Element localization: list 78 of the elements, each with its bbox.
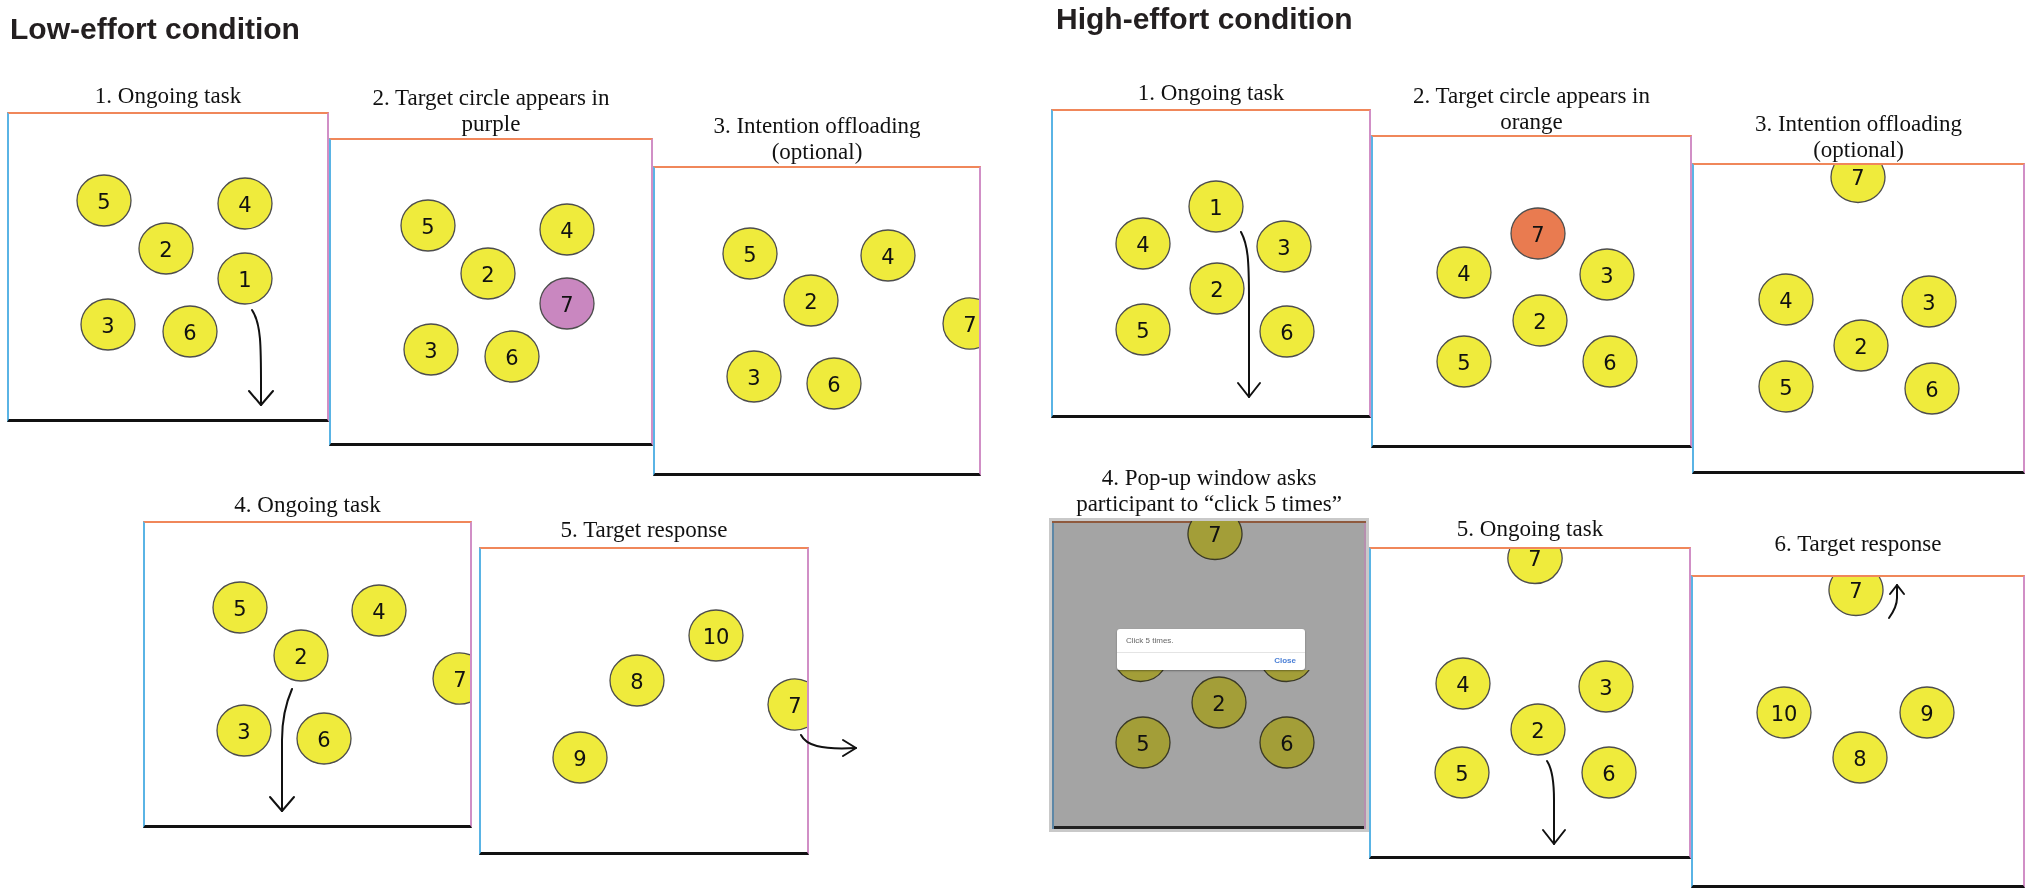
panel-heading: 1. Ongoing task — [1137, 80, 1285, 106]
number-circle: 9 — [552, 730, 608, 784]
number-circle: 10 — [688, 608, 744, 662]
panel-heading: 5. Target response — [560, 517, 728, 543]
number-circle: 5 — [212, 580, 268, 634]
number-circle: 3 — [1256, 219, 1312, 273]
panel-heading: 2. Target circle appears in orange — [1412, 83, 1651, 135]
number-circle: 3 — [1578, 659, 1634, 713]
number-circle: 7 — [432, 651, 470, 705]
number-circle: 6 — [1259, 304, 1315, 358]
number-circle: 3 — [1579, 247, 1635, 301]
number-circle: 3 — [1901, 274, 1957, 328]
section-title: High-effort condition — [1056, 2, 1353, 36]
number-circle: 4 — [860, 228, 916, 282]
number-circle: 7 — [1187, 521, 1243, 561]
number-circle: 2 — [460, 246, 516, 300]
number-circle: 2 — [1189, 261, 1245, 315]
number-circle: 2 — [1191, 675, 1247, 729]
partly-covered-circle — [1117, 670, 1165, 683]
close-link: Close — [1274, 656, 1296, 666]
number-circle: 6 — [296, 711, 352, 765]
number-circle: 3 — [403, 322, 459, 376]
panel-heading: 3. Intention offloading (optional) — [712, 113, 922, 165]
number-circle: 10 — [1756, 685, 1812, 739]
number-circle: 9 — [1899, 685, 1955, 739]
number-circle: 6 — [806, 356, 862, 410]
number-circle: 7 — [1510, 206, 1566, 260]
number-circle: 5 — [722, 226, 778, 280]
number-circle: 6 — [1582, 334, 1638, 388]
dialog-message: Click 5 times. — [1126, 636, 1174, 646]
panel-heading: 2. Target circle appears in purple — [371, 85, 611, 137]
number-circle: 6 — [1581, 745, 1637, 799]
number-circle: 4 — [1436, 245, 1492, 299]
number-circle: 6 — [1904, 361, 1960, 415]
panel-heading: 6. Target response — [1774, 531, 1942, 557]
section-title: Low-effort condition — [10, 12, 300, 46]
number-circle: 4 — [1435, 656, 1491, 710]
number-circle: 2 — [783, 273, 839, 327]
number-circle: 6 — [484, 329, 540, 383]
panel-heading: 1. Ongoing task — [94, 83, 242, 109]
number-circle: 4 — [1758, 272, 1814, 326]
number-circle: 5 — [1436, 334, 1492, 388]
number-circle: 4 — [351, 583, 407, 637]
number-circle: 2 — [1512, 293, 1568, 347]
number-circle: 7 — [942, 296, 979, 350]
number-circle: 7 — [1830, 165, 1886, 204]
number-circle: 3 — [726, 349, 782, 403]
number-circle: 4 — [539, 202, 595, 256]
number-circle: 5 — [1434, 745, 1490, 799]
popup-dialog — [1117, 629, 1305, 670]
panel-heading: 4. Pop-up window asks participant to “click 5 times” — [1075, 465, 1343, 517]
number-circle: 1 — [217, 251, 273, 305]
number-circle: 6 — [1259, 715, 1315, 769]
number-circle: 5 — [1115, 302, 1171, 356]
partly-covered-circle — [1263, 670, 1311, 683]
number-circle: 8 — [1832, 730, 1888, 784]
number-circle: 5 — [76, 173, 132, 227]
number-circle: 4 — [217, 176, 273, 230]
number-circle: 7 — [539, 276, 595, 330]
number-circle: 8 — [609, 653, 665, 707]
number-circle: 7 — [767, 677, 807, 731]
number-circle: 4 — [1115, 216, 1171, 270]
number-circle: 2 — [273, 628, 329, 682]
panel-heading: 3. Intention offloading (optional) — [1753, 111, 1964, 163]
number-circle: 3 — [80, 297, 136, 351]
number-circle: 5 — [400, 198, 456, 252]
number-circle: 3 — [216, 703, 272, 757]
panel-heading: 5. Ongoing task — [1456, 516, 1604, 542]
number-circle: 2 — [1833, 318, 1889, 372]
number-circle: 5 — [1115, 715, 1171, 769]
number-circle: 1 — [1188, 179, 1244, 233]
number-circle: 5 — [1758, 359, 1814, 413]
number-circle: 2 — [1510, 702, 1566, 756]
number-circle: 7 — [1507, 549, 1563, 585]
number-circle: 6 — [162, 304, 218, 358]
number-circle: 2 — [138, 221, 194, 275]
number-circle: 7 — [1828, 577, 1884, 617]
panel-heading: 4. Ongoing task — [234, 492, 381, 518]
